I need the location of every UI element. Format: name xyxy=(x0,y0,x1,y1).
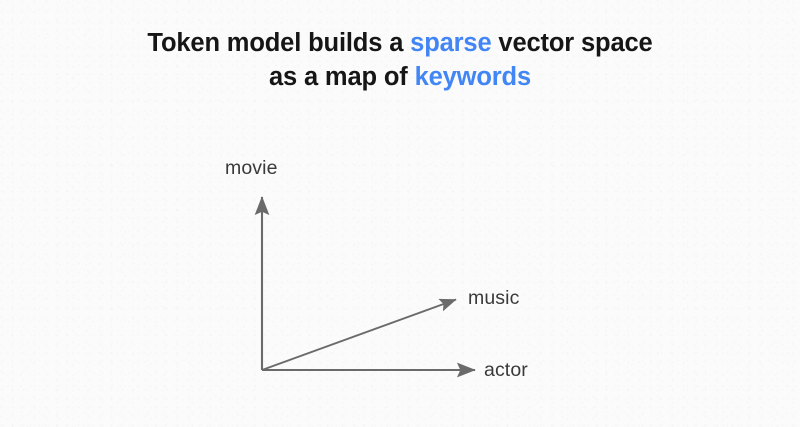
axis-label-movie: movie xyxy=(225,157,278,179)
title-line-1: Token model builds a sparse vector space xyxy=(0,26,800,60)
title-line-2-text-before: as a map of xyxy=(268,63,415,91)
title-line-1-text-before: Token model builds a xyxy=(147,29,411,57)
axis-label-actor: actor xyxy=(484,359,528,381)
title-accent-keywords: keywords xyxy=(414,63,532,91)
axis-label-music: music xyxy=(468,287,520,309)
title-accent-sparse: sparse xyxy=(410,29,492,57)
vector-line-music xyxy=(261,298,457,371)
title-line-2: as a map of keywords xyxy=(0,60,800,94)
title-line-1-text-after: vector space xyxy=(491,29,653,57)
page-title: Token model builds a sparse vector space… xyxy=(0,26,800,94)
